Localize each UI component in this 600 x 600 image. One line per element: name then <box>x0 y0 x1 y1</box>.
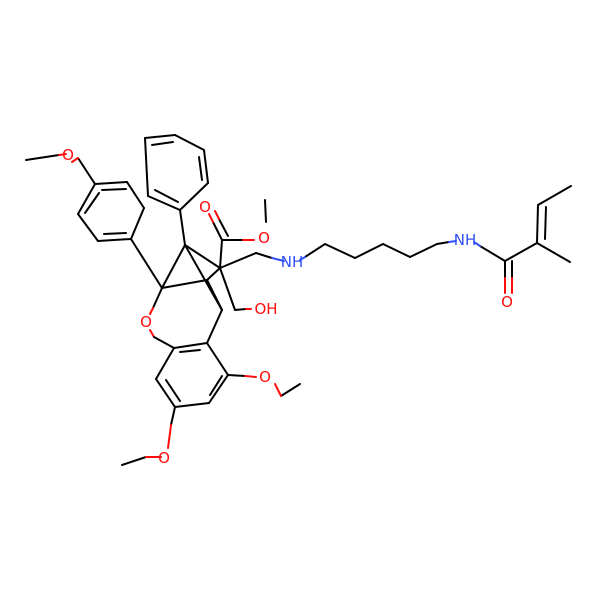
bond <box>97 238 132 242</box>
amide-carbonyl-oxygen-label: O <box>501 293 513 311</box>
bond <box>58 153 67 156</box>
ring-oxygen-label: O <box>140 313 152 331</box>
bond <box>206 342 229 376</box>
bond <box>544 206 547 240</box>
bond <box>436 241 450 245</box>
oxygen-atom-label: O <box>62 146 74 164</box>
bond <box>479 245 506 262</box>
bond <box>271 257 285 262</box>
methoxy-oxygen-label: O <box>259 368 271 386</box>
bond <box>382 243 411 258</box>
bond <box>154 189 179 203</box>
amide-nitrogen-label: NH <box>454 231 477 249</box>
bond <box>179 209 186 246</box>
bond <box>126 181 145 209</box>
bond <box>94 181 128 185</box>
heteroatom-bonds <box>58 153 513 458</box>
bond <box>219 252 257 269</box>
bond <box>218 218 229 237</box>
bond <box>77 213 99 242</box>
bond <box>161 244 186 289</box>
bond <box>212 221 223 241</box>
bond <box>184 244 221 269</box>
bond <box>255 252 273 259</box>
bond <box>25 154 60 161</box>
bond <box>103 232 127 235</box>
bond <box>71 157 79 163</box>
bond <box>84 192 100 214</box>
bond <box>208 213 214 223</box>
bond <box>144 137 149 197</box>
bond <box>153 336 175 349</box>
bond <box>152 287 163 309</box>
bond <box>206 267 221 281</box>
bond <box>155 378 176 408</box>
bond <box>214 210 220 220</box>
bond <box>184 244 223 311</box>
bond <box>174 402 210 408</box>
atom-labels: O O O O OH NH NH O O O <box>62 146 513 467</box>
bond <box>77 183 96 215</box>
bond <box>304 243 326 258</box>
bond <box>121 456 147 466</box>
bond <box>179 182 209 211</box>
bond <box>219 267 236 311</box>
bond <box>473 241 481 247</box>
bond <box>149 329 155 338</box>
bond <box>155 347 175 380</box>
bond <box>536 242 571 263</box>
bond <box>536 204 539 244</box>
bond <box>354 243 384 259</box>
bond <box>280 383 301 397</box>
bond <box>409 243 438 258</box>
bond <box>170 406 176 426</box>
bond <box>537 185 572 206</box>
bond <box>299 256 306 261</box>
bond <box>448 240 457 243</box>
bond <box>77 157 96 185</box>
bond <box>174 134 205 151</box>
bond <box>167 424 172 449</box>
ester-oxygen-label: O <box>258 229 270 247</box>
bond <box>149 307 154 315</box>
bond <box>227 374 246 377</box>
ester-carbonyl-oxygen-label: O <box>199 198 211 216</box>
bond <box>209 375 223 396</box>
bond <box>161 279 208 289</box>
bond <box>173 342 208 349</box>
bond <box>130 238 163 289</box>
bond <box>208 374 229 404</box>
bond <box>234 308 247 311</box>
carbon-bonds <box>25 134 572 466</box>
bond <box>179 349 201 353</box>
bond <box>165 379 181 402</box>
bond <box>203 149 209 184</box>
bond <box>504 242 538 262</box>
bond <box>244 375 257 378</box>
amide-nitrogen-label: NH <box>281 253 304 271</box>
bond <box>147 195 181 211</box>
bond <box>144 134 176 139</box>
methoxy-oxygen-label: O <box>158 449 170 467</box>
bond <box>101 188 127 191</box>
hydroxyl-label: OH <box>254 300 277 318</box>
bond <box>151 141 174 146</box>
bond <box>264 199 267 223</box>
bond <box>198 156 203 181</box>
bond <box>324 243 356 259</box>
bond <box>219 239 223 269</box>
bond <box>274 383 282 397</box>
bond <box>206 309 223 344</box>
bond <box>130 207 145 240</box>
